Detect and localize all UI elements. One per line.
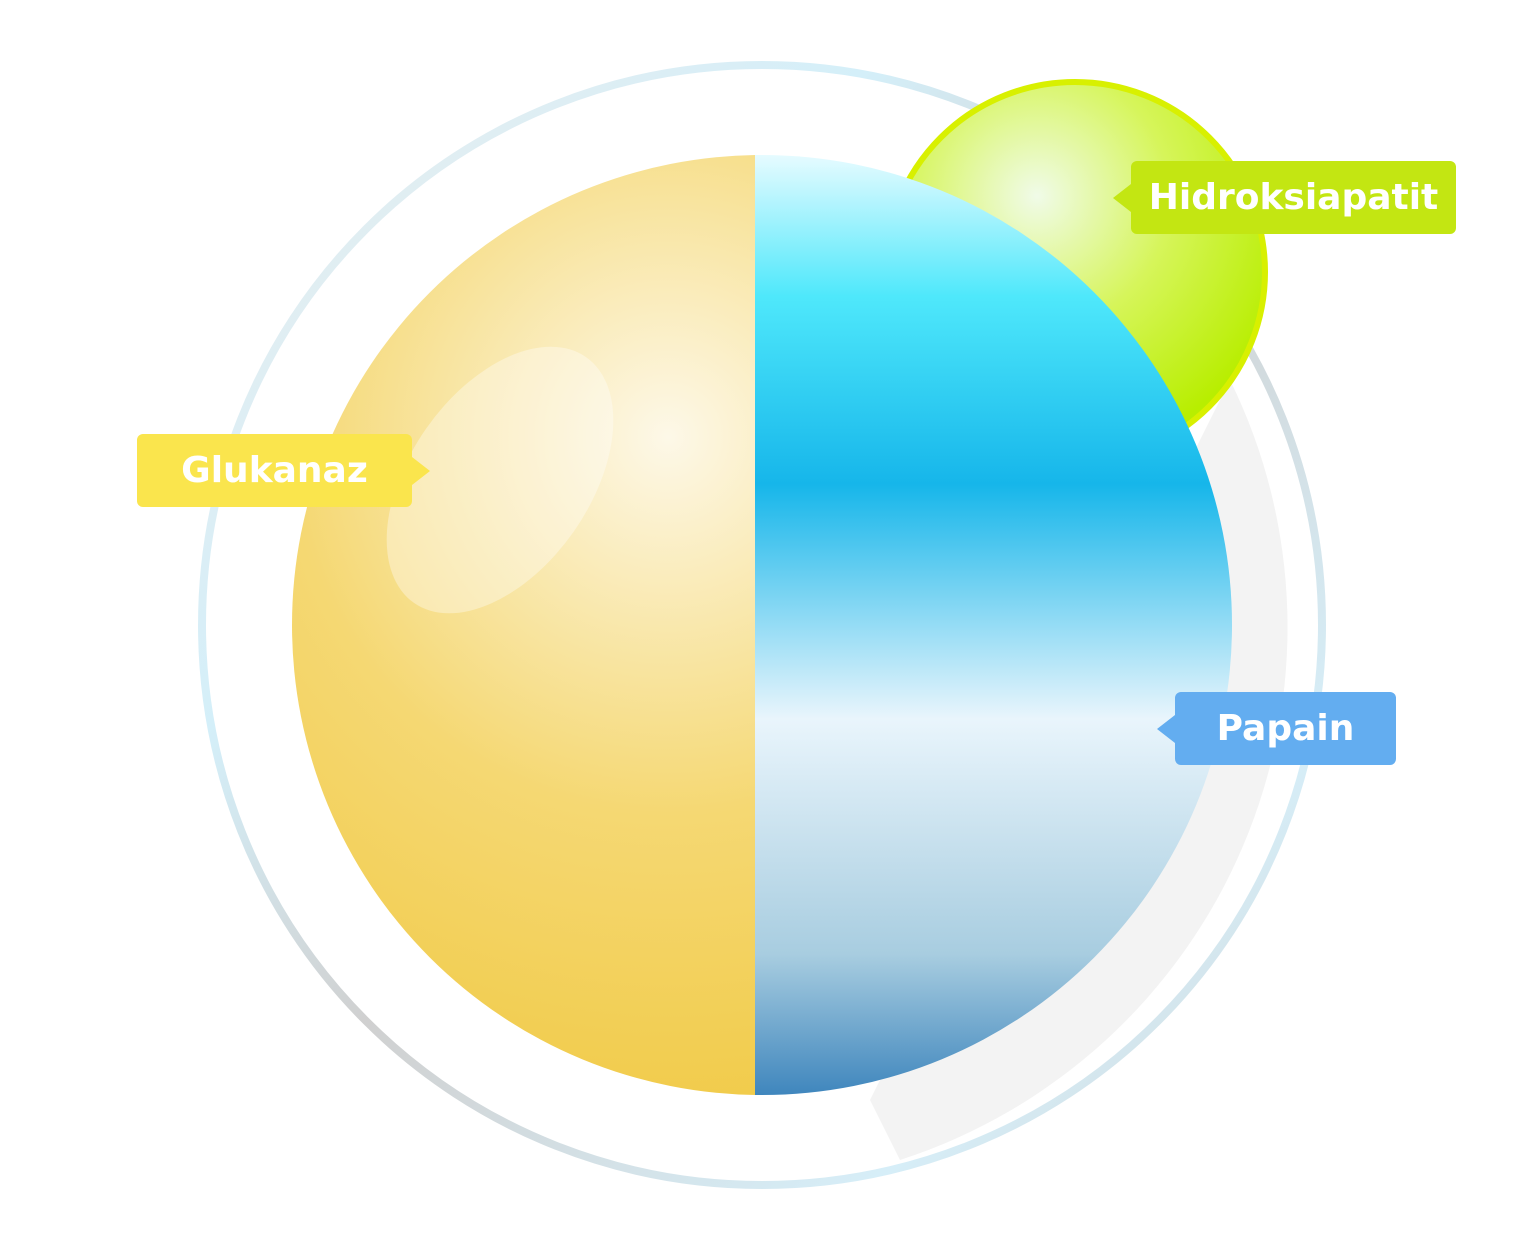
hidroksiapatit-label: Hidroksiapatit: [1113, 161, 1456, 234]
glukanaz-label: Glukanaz: [137, 434, 430, 507]
papain-label: Papain: [1157, 692, 1396, 765]
outer-ring: [198, 61, 1326, 1189]
blue-hemisphere: [755, 155, 1232, 1095]
yellow-hemisphere: [292, 155, 755, 1095]
sphere-highlight: [386, 346, 614, 614]
